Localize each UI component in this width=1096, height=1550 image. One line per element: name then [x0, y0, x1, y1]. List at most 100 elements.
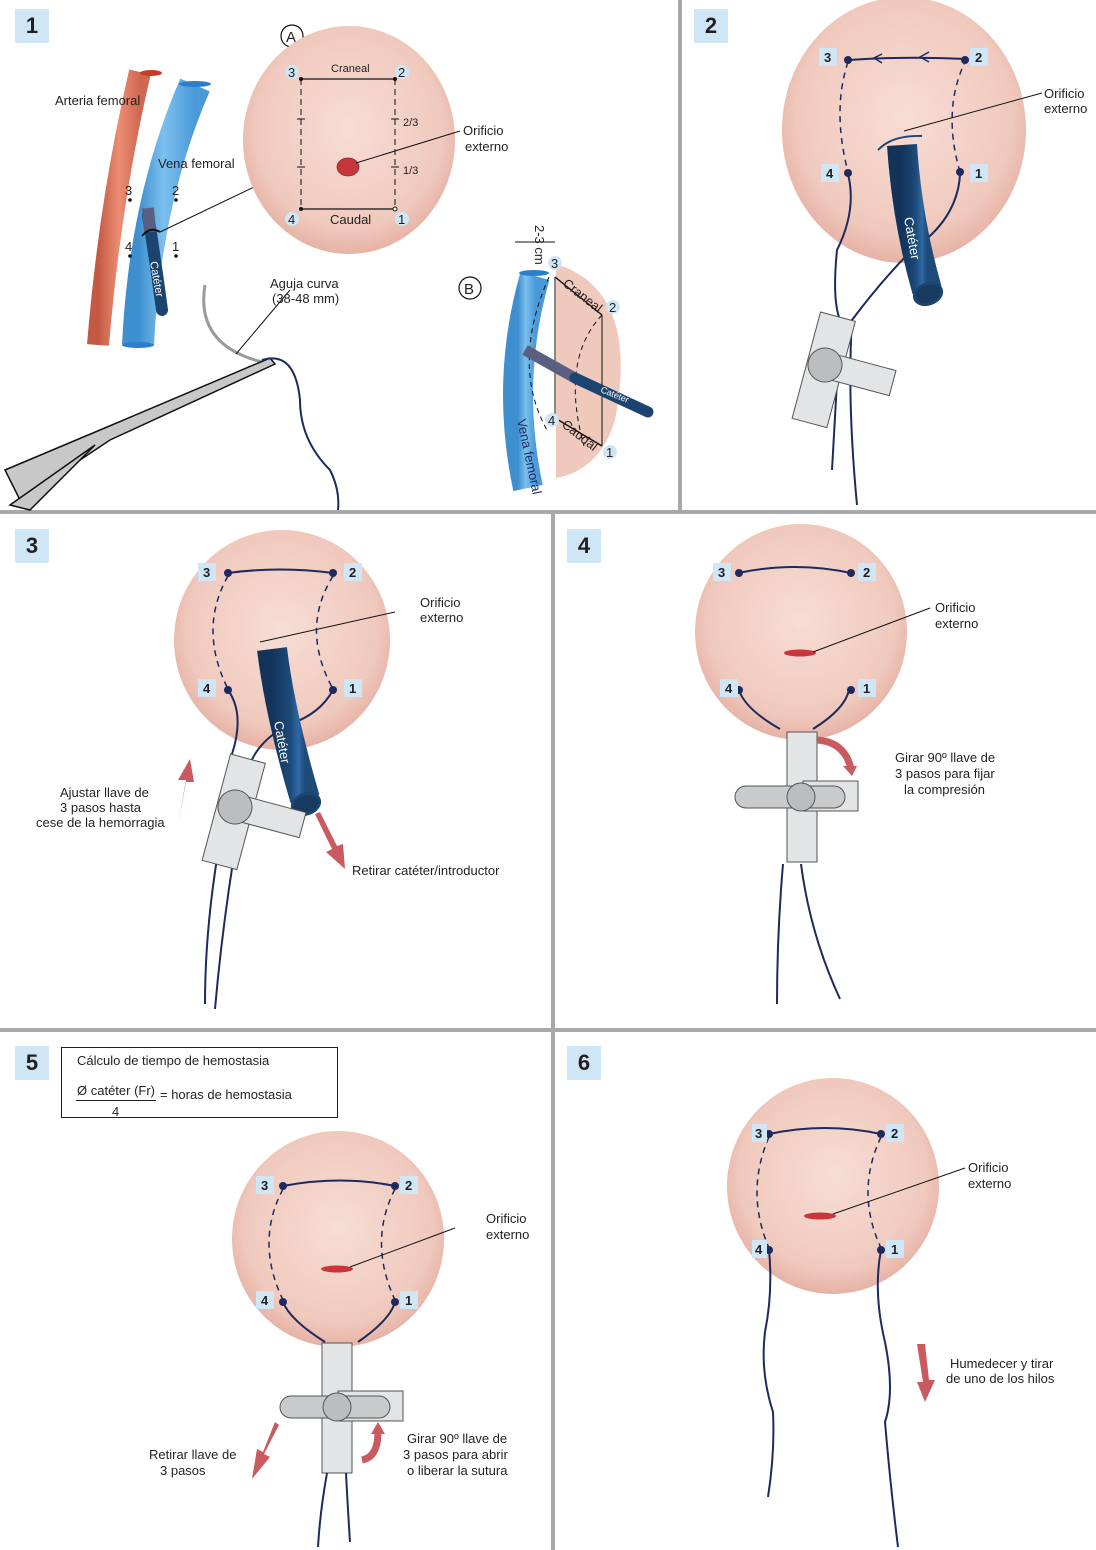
svg-text:2: 2 — [172, 183, 179, 198]
svg-text:cese de la hemorragia: cese de la hemorragia — [36, 815, 165, 830]
svg-text:1: 1 — [405, 1293, 412, 1308]
skin-area-b — [556, 264, 621, 478]
svg-text:2: 2 — [349, 565, 356, 580]
svg-text:externo: externo — [420, 610, 463, 625]
svg-text:Orificio: Orificio — [463, 123, 503, 138]
svg-text:4: 4 — [826, 166, 834, 181]
svg-text:Catéter: Catéter — [271, 720, 293, 765]
svg-text:externo: externo — [486, 1227, 529, 1242]
svg-text:4: 4 — [261, 1293, 269, 1308]
fraction-bar — [76, 1100, 156, 1101]
svg-text:1: 1 — [606, 445, 613, 460]
orifice — [784, 649, 816, 657]
svg-text:externo: externo — [935, 616, 978, 631]
point-badges-b: 3 2 4 1 — [545, 256, 620, 460]
step-badge-2: 2 — [694, 9, 728, 43]
panel-step-1: 1 Catéter 3 2 4 1 Arteria femoral Vena f… — [0, 0, 678, 511]
femoral-vein — [122, 78, 210, 346]
rotate-open-arrow — [361, 1431, 382, 1464]
svg-text:1/3: 1/3 — [403, 165, 418, 177]
svg-text:Ajustar llave de: Ajustar llave de — [60, 785, 149, 800]
svg-text:Retirar llave de: Retirar llave de — [149, 1447, 236, 1462]
orifice-a — [336, 157, 360, 177]
svg-text:3: 3 — [288, 65, 295, 80]
formula-title: Cálculo de tiempo de hemostasia — [77, 1053, 270, 1068]
svg-text:Catéter: Catéter — [901, 216, 923, 261]
svg-text:3: 3 — [551, 256, 558, 271]
step-4-illustration: Orificio externo Girar 90º llave de 3 pa… — [695, 524, 995, 1005]
panel-step-3: 3 Catéter Orificio externo Ajustar llave… — [0, 514, 551, 1028]
point-badges-a: 3 2 4 1 — [285, 65, 409, 227]
panel-step-4: 4 Orificio externo Girar 90º llave de 3 … — [555, 514, 1096, 1028]
svg-text:externo: externo — [465, 139, 508, 154]
svg-text:1: 1 — [863, 681, 870, 696]
panel-step-2: 2 Catéter Orificio externo 3 2 4 1 — [682, 0, 1096, 510]
svg-text:B: B — [464, 281, 474, 298]
svg-text:Craneal: Craneal — [331, 63, 370, 75]
catheter — [887, 144, 942, 295]
panel-step-5: 5 Cálculo de tiempo de hemostasia Ø caté… — [0, 1032, 551, 1550]
hemostasis-formula-box: Cálculo de tiempo de hemostasia Ø catéte… — [61, 1047, 338, 1119]
svg-text:1: 1 — [398, 212, 405, 227]
divider-vertical-top — [678, 0, 682, 512]
svg-text:externo: externo — [1044, 101, 1087, 116]
inset-b-marker — [458, 276, 482, 300]
skin-area — [782, 0, 1026, 263]
svg-text:2: 2 — [609, 300, 616, 315]
suture-right-tail — [849, 174, 961, 506]
svg-text:4: 4 — [548, 413, 555, 428]
femoral-artery — [87, 69, 151, 346]
svg-text:3 pasos para abrir: 3 pasos para abrir — [403, 1447, 508, 1462]
needle-label: Aguja curva — [270, 276, 339, 291]
suture-right-dashed — [951, 61, 966, 173]
svg-text:Girar 90º llave de: Girar 90º llave de — [407, 1431, 507, 1446]
svg-text:Orificio: Orificio — [968, 1160, 1008, 1175]
svg-text:Orificio: Orificio — [935, 600, 975, 615]
svg-text:1: 1 — [172, 239, 179, 254]
svg-text:Orificio: Orificio — [1044, 86, 1084, 101]
stopcock — [734, 731, 859, 863]
suture-thread-left — [762, 1249, 775, 1498]
svg-text:4: 4 — [203, 681, 211, 696]
svg-text:la compresión: la compresión — [904, 782, 985, 797]
skin-area — [695, 524, 907, 740]
svg-text:(38-48 mm): (38-48 mm) — [272, 291, 339, 306]
step-badge-4: 4 — [567, 529, 601, 563]
point-badges: 3 2 4 1 — [819, 48, 988, 182]
svg-text:3: 3 — [203, 565, 210, 580]
formula-result: = horas de hemostasia — [160, 1087, 292, 1102]
adjust-arrow — [177, 759, 194, 830]
svg-text:4: 4 — [125, 239, 132, 254]
remove-stopcock-arrow — [252, 1422, 279, 1479]
pull-thread-arrow — [917, 1344, 935, 1402]
svg-text:o liberar la sutura: o liberar la sutura — [407, 1463, 508, 1478]
skin-area — [174, 530, 390, 750]
curved-needle — [202, 284, 263, 364]
point-badges: 3 2 4 1 — [752, 1124, 904, 1258]
skin-area — [232, 1131, 444, 1347]
svg-text:2: 2 — [975, 50, 982, 65]
svg-text:1: 1 — [891, 1242, 898, 1257]
svg-text:Caudal: Caudal — [330, 212, 371, 227]
catheter — [142, 209, 168, 316]
svg-text:3: 3 — [824, 50, 831, 65]
svg-text:3: 3 — [755, 1126, 762, 1141]
suture-top — [848, 56, 968, 61]
orifice — [321, 1265, 353, 1273]
svg-text:Orificio: Orificio — [420, 595, 460, 610]
svg-text:3 pasos: 3 pasos — [160, 1463, 206, 1478]
svg-text:Girar 90º llave de: Girar 90º llave de — [895, 750, 995, 765]
svg-text:externo: externo — [968, 1176, 1011, 1191]
catheter — [257, 647, 320, 804]
step-6-illustration: Orificio externo Humedecer y tirar de un… — [727, 1078, 1055, 1548]
step-badge-3: 3 — [15, 529, 49, 563]
svg-text:3 pasos hasta: 3 pasos hasta — [60, 800, 142, 815]
svg-text:4: 4 — [725, 681, 733, 696]
stopcock — [791, 311, 897, 429]
svg-text:1: 1 — [975, 166, 982, 181]
stopcock — [201, 753, 307, 871]
skin-area — [727, 1078, 939, 1294]
svg-text:2/3: 2/3 — [403, 117, 418, 129]
vein-puncture-points: 3 2 4 1 — [125, 183, 179, 258]
step-badge-6: 6 — [567, 1046, 601, 1080]
